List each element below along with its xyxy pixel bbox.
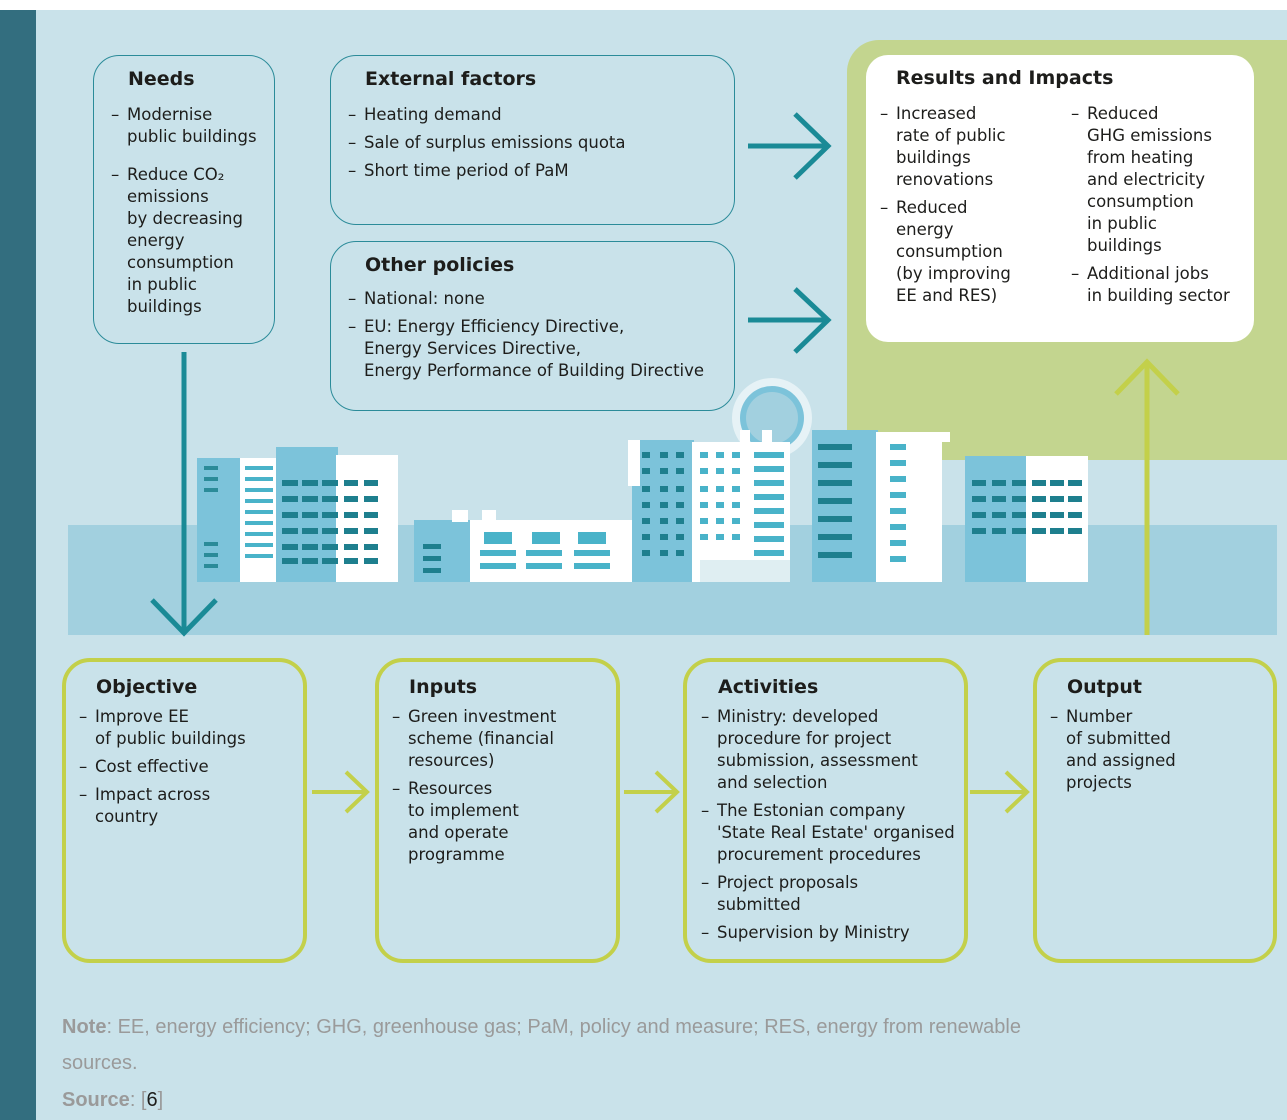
list-item: Green investment scheme (financial resou… — [392, 706, 617, 772]
source-sep: : [ — [129, 1089, 147, 1111]
needs-to-objective-arrow — [150, 352, 218, 637]
objective-box: Objective Improve EE of public buildings… — [62, 658, 307, 963]
list-item: EU: Energy Efficiency Directive, Energy … — [348, 316, 732, 382]
list-item: Heating demand — [348, 104, 728, 126]
list-item: Sale of surplus emissions quota — [348, 132, 728, 154]
other-policies-box: Other policies National: none EU: Energy… — [330, 241, 735, 411]
source-close: ] — [157, 1089, 164, 1111]
external-factors-box: External factors Heating demand Sale of … — [330, 55, 735, 225]
list-item: Additional jobs in building sector — [1071, 263, 1251, 307]
other-policies-list: National: none EU: Energy Efficiency Dir… — [348, 288, 732, 388]
output-to-results-arrow — [1114, 358, 1180, 635]
policies-to-results-arrow — [748, 287, 832, 354]
note-label: Note — [62, 1016, 107, 1038]
list-item: Supervision by Ministry — [701, 922, 969, 944]
list-item: Improve EE of public buildings — [79, 706, 304, 750]
list-item: Cost effective — [79, 756, 304, 778]
note: Note: EE, energy efficiency; GHG, greenh… — [62, 1012, 1262, 1042]
list-item: Impact across country — [79, 784, 304, 828]
objective-to-inputs-arrow — [312, 770, 370, 814]
list-item: Reduce CO₂ emissions by decreasing energ… — [111, 164, 271, 318]
activities-list: Ministry: developed procedure for projec… — [701, 706, 969, 950]
objective-list: Improve EE of public buildings Cost effe… — [79, 706, 304, 834]
output-list: Number of submitted and assigned project… — [1050, 706, 1272, 800]
inputs-title: Inputs — [409, 676, 478, 698]
list-item: Resources to implement and operate progr… — [392, 778, 617, 866]
note-text: : EE, energy efficiency; GHG, greenhouse… — [106, 1016, 1021, 1038]
inputs-box: Inputs Green investment scheme (financia… — [375, 658, 620, 963]
activities-box: Activities Ministry: developed procedure… — [683, 658, 968, 963]
results-box: Results and Impacts Increased rate of pu… — [866, 55, 1254, 342]
output-title: Output — [1067, 676, 1142, 698]
source: Source: [6] — [62, 1085, 163, 1115]
inputs-to-activities-arrow — [624, 770, 680, 814]
source-reference-link[interactable]: 6 — [146, 1089, 158, 1111]
external-factors-title: External factors — [365, 68, 537, 90]
note-text-2: sources. — [62, 1052, 138, 1074]
list-item: Increased rate of public buildings renov… — [880, 103, 1060, 191]
needs-list: Modernise public buildings Reduce CO₂ em… — [111, 104, 271, 324]
output-box: Output Number of submitted and assigned … — [1033, 658, 1277, 963]
list-item: Project proposals submitted — [701, 872, 969, 916]
inputs-list: Green investment scheme (financial resou… — [392, 706, 617, 872]
needs-box: Needs Modernise public buildings Reduce … — [93, 55, 275, 344]
activities-title: Activities — [718, 676, 819, 698]
list-item: The Estonian company 'State Real Estate'… — [701, 800, 969, 866]
results-list-right: Reduced GHG emissions from heating and e… — [1071, 103, 1251, 313]
results-list-left: Increased rate of public buildings renov… — [880, 103, 1060, 313]
list-item: Ministry: developed procedure for projec… — [701, 706, 969, 794]
list-item: Modernise public buildings — [111, 104, 271, 148]
list-item: Reduced energy consumption (by improving… — [880, 197, 1060, 307]
list-item: Number of submitted and assigned project… — [1050, 706, 1272, 794]
note-continuation: sources. — [62, 1048, 138, 1078]
list-item: Short time period of PaM — [348, 160, 728, 182]
other-policies-title: Other policies — [365, 254, 515, 276]
objective-title: Objective — [96, 676, 198, 698]
left-accent-bar — [0, 10, 36, 1120]
external-factors-list: Heating demand Sale of surplus emissions… — [348, 104, 728, 188]
source-label: Source — [62, 1089, 130, 1111]
external-to-results-arrow — [748, 112, 832, 180]
list-item: National: none — [348, 288, 732, 310]
needs-title: Needs — [128, 68, 195, 90]
list-item: Reduced GHG emissions from heating and e… — [1071, 103, 1251, 257]
activities-to-output-arrow — [970, 770, 1030, 814]
results-title: Results and Impacts — [896, 67, 1114, 89]
